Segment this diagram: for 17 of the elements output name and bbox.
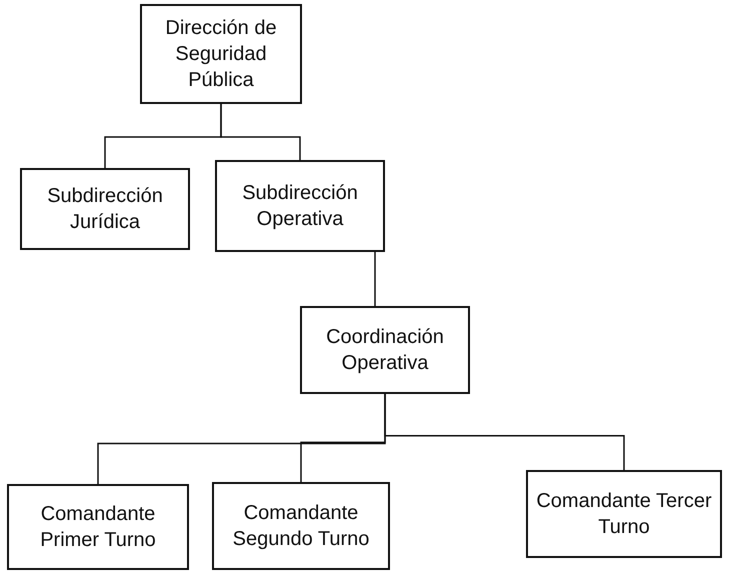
connector-line xyxy=(220,104,301,160)
box-title: Comandante Segundo Turno xyxy=(232,501,370,552)
org-box xyxy=(215,160,385,252)
org-box xyxy=(212,482,390,570)
org-box xyxy=(7,484,189,570)
org-box xyxy=(20,168,190,250)
box-title: Subdirección Operativa xyxy=(241,181,359,232)
box-title: Comandante Primer Turno xyxy=(39,502,157,553)
box-title: Dirección de Seguridad Pública xyxy=(164,16,278,93)
box-title: Coordinación Operativa xyxy=(325,325,445,376)
org-box xyxy=(300,306,470,394)
connector-line xyxy=(374,252,376,306)
connector-line xyxy=(384,394,625,470)
box-title: Subdirección Jurídica xyxy=(46,184,164,235)
org-box xyxy=(140,4,302,104)
box-title: Comandante Tercer Turno xyxy=(536,489,712,540)
org-box xyxy=(526,470,722,558)
